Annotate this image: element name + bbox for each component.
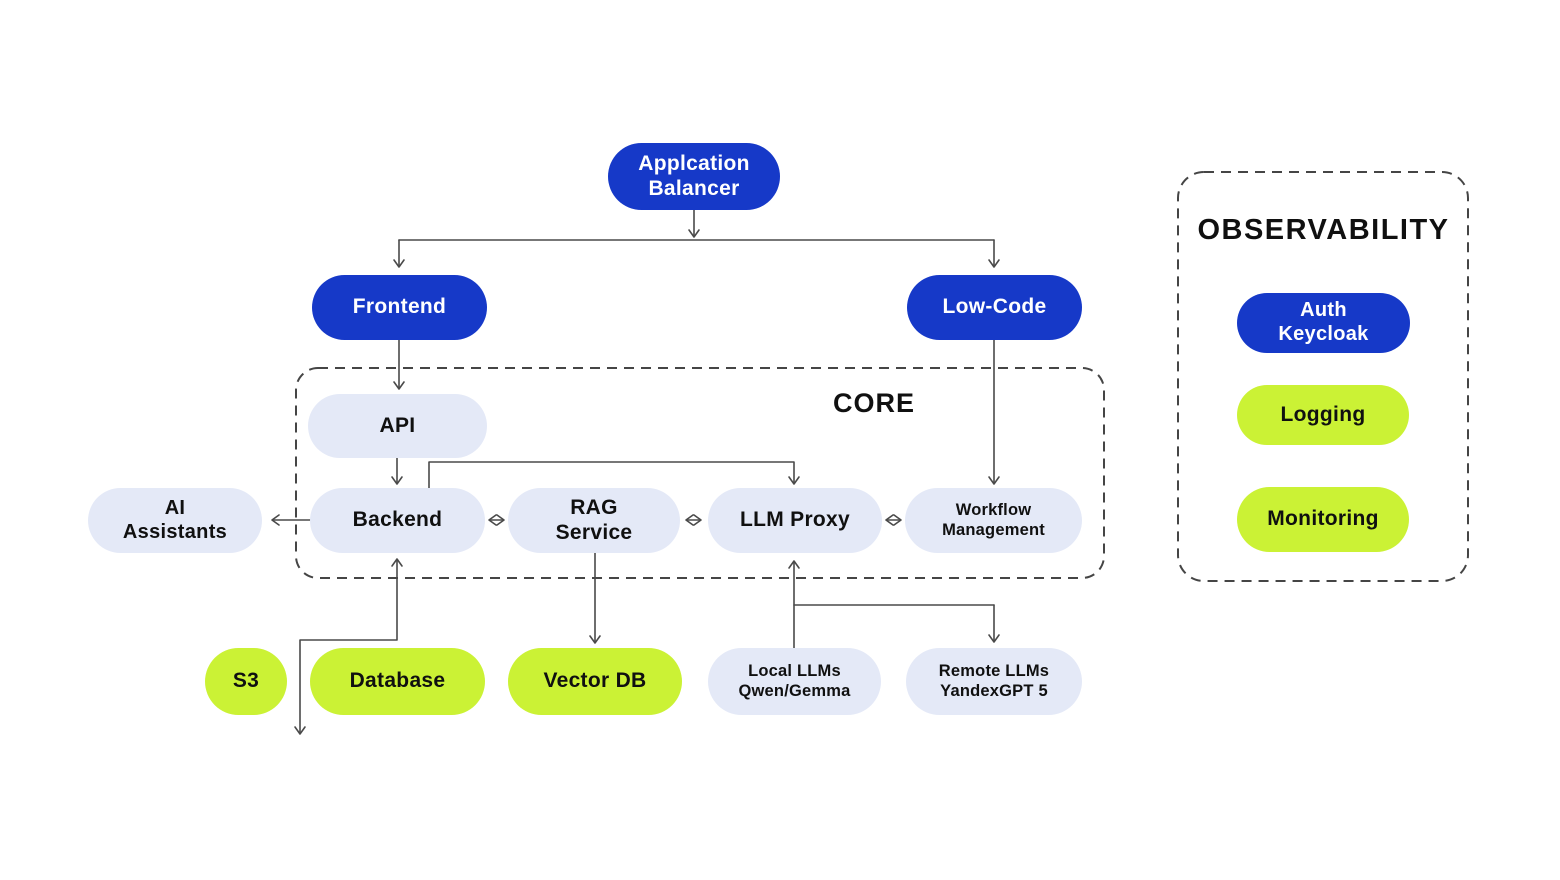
node-logging-label: Logging xyxy=(1280,402,1366,426)
node-backend-label: Backend xyxy=(352,508,443,532)
node-application-balancer: Applcation Balancer xyxy=(608,143,780,210)
node-local-llms: Local LLMs Qwen/Gemma xyxy=(708,648,881,715)
node-backend: Backend xyxy=(310,488,485,553)
observability-title: OBSERVABILITY xyxy=(1197,214,1450,246)
node-local-llms-label: Local LLMs Qwen/Gemma xyxy=(738,662,851,700)
node-api-label: API xyxy=(379,413,416,437)
node-frontend-label: Frontend xyxy=(352,295,447,319)
node-database: Database xyxy=(310,648,485,715)
node-logging: Logging xyxy=(1237,385,1409,445)
node-workflow-management-label: Workflow Management xyxy=(942,501,1045,539)
core-boundary-box xyxy=(295,367,1105,579)
node-workflow-management: Workflow Management xyxy=(905,488,1082,553)
node-application-balancer-label: Applcation Balancer xyxy=(638,151,750,200)
node-api: API xyxy=(308,394,487,458)
node-low-code: Low-Code xyxy=(907,275,1082,340)
node-monitoring-label: Monitoring xyxy=(1267,507,1379,531)
node-rag-service: RAG Service xyxy=(508,488,680,553)
node-vector-db: Vector DB xyxy=(508,648,682,715)
arrowheads xyxy=(271,229,1000,735)
node-remote-llms-label: Remote LLMs YandexGPT 5 xyxy=(938,662,1050,700)
node-vector-db-label: Vector DB xyxy=(543,669,647,693)
node-llm-proxy: LLM Proxy xyxy=(708,488,882,553)
core-title: CORE xyxy=(833,388,916,418)
node-s3-label: S3 xyxy=(232,669,260,693)
observability-boundary-box xyxy=(1177,171,1469,582)
node-auth-keycloak: Auth Keycloak xyxy=(1237,293,1410,353)
node-frontend: Frontend xyxy=(312,275,487,340)
node-remote-llms: Remote LLMs YandexGPT 5 xyxy=(906,648,1082,715)
node-database-label: Database xyxy=(349,669,446,693)
node-ai-assistants: AI Assistants xyxy=(88,488,262,553)
node-llm-proxy-label: LLM Proxy xyxy=(739,508,851,532)
node-rag-service-label: RAG Service xyxy=(555,495,633,544)
node-s3: S3 xyxy=(205,648,287,715)
connector-lines xyxy=(273,204,995,733)
node-monitoring: Monitoring xyxy=(1237,487,1409,552)
node-ai-assistants-label: AI Assistants xyxy=(122,496,228,543)
node-auth-keycloak-label: Auth Keycloak xyxy=(1278,299,1369,345)
node-low-code-label: Low-Code xyxy=(942,295,1047,319)
